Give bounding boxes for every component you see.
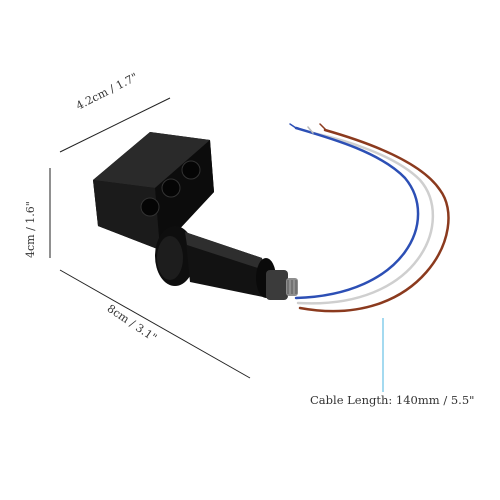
knob-right	[181, 160, 201, 180]
sensor-body	[93, 132, 298, 300]
wires	[289, 123, 450, 313]
knob-left	[140, 197, 160, 217]
dimension-lines	[49, 97, 251, 379]
cable-length-label: Cable Length: 140mm / 5.5"	[310, 393, 475, 407]
wire-white	[296, 131, 435, 305]
wire-blue	[294, 126, 420, 300]
wire-brown	[298, 128, 450, 313]
height-dimension-label: 4cm / 1.6"	[24, 201, 37, 258]
knob-middle	[161, 178, 181, 198]
